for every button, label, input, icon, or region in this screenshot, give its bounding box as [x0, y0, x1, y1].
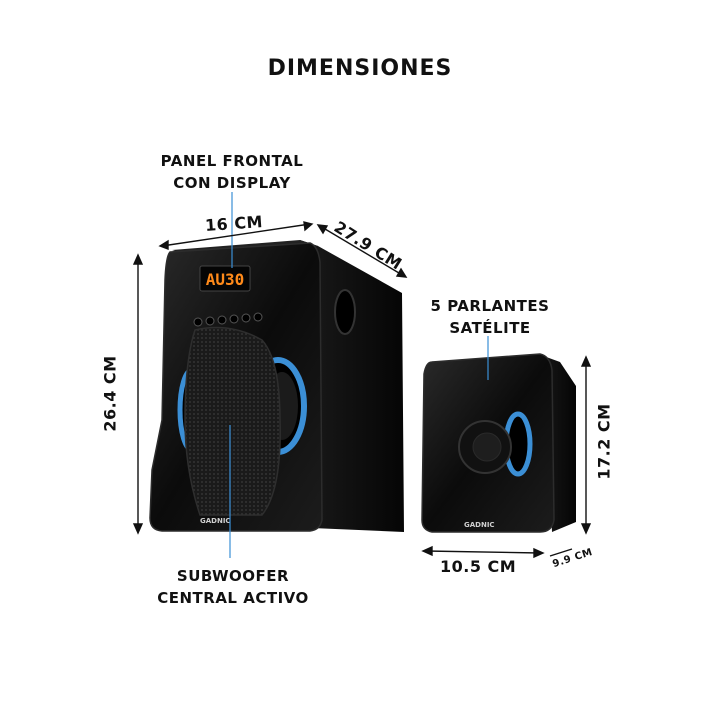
display-readout: AU30 — [206, 270, 245, 289]
satellite-label-line1: 5 PARLANTES — [430, 297, 550, 315]
satellite-label: 5 PARLANTES SATÉLITE — [420, 295, 560, 339]
sub-width-dimension: 16 CM — [204, 212, 264, 235]
subwoofer-label-line2: CENTRAL ACTIVO — [157, 589, 309, 607]
satellite-brand-logo: GADNIC — [464, 521, 495, 529]
subwoofer-grille — [184, 326, 281, 516]
bass-port — [334, 289, 356, 335]
satellite-label-line2: SATÉLITE — [449, 319, 531, 337]
satellite-unit: GADNIC — [421, 353, 576, 533]
subwoofer-label-line1: SUBWOOFER — [176, 567, 290, 585]
dimension-lines — [132, 221, 592, 559]
control-buttons — [193, 312, 263, 327]
callout-lines — [229, 192, 489, 558]
subwoofer-brand-logo: GADNIC — [200, 517, 231, 525]
panel-label-line1: PANEL FRONTAL — [160, 152, 304, 170]
sat-height-dimension: 17.2 CM — [594, 403, 614, 480]
subwoofer-label: SUBWOOFER CENTRAL ACTIVO — [148, 565, 318, 609]
panel-label: PANEL FRONTAL CON DISPLAY — [152, 150, 312, 194]
sub-height-dimension: 26.4 CM — [100, 355, 120, 432]
sat-width-dimension: 10.5 CM — [440, 557, 517, 576]
subwoofer-unit: AU30 GADNIC — [149, 240, 404, 532]
led-display — [199, 265, 251, 292]
panel-label-line2: CON DISPLAY — [173, 174, 291, 192]
page-title: DIMENSIONES — [267, 56, 453, 81]
